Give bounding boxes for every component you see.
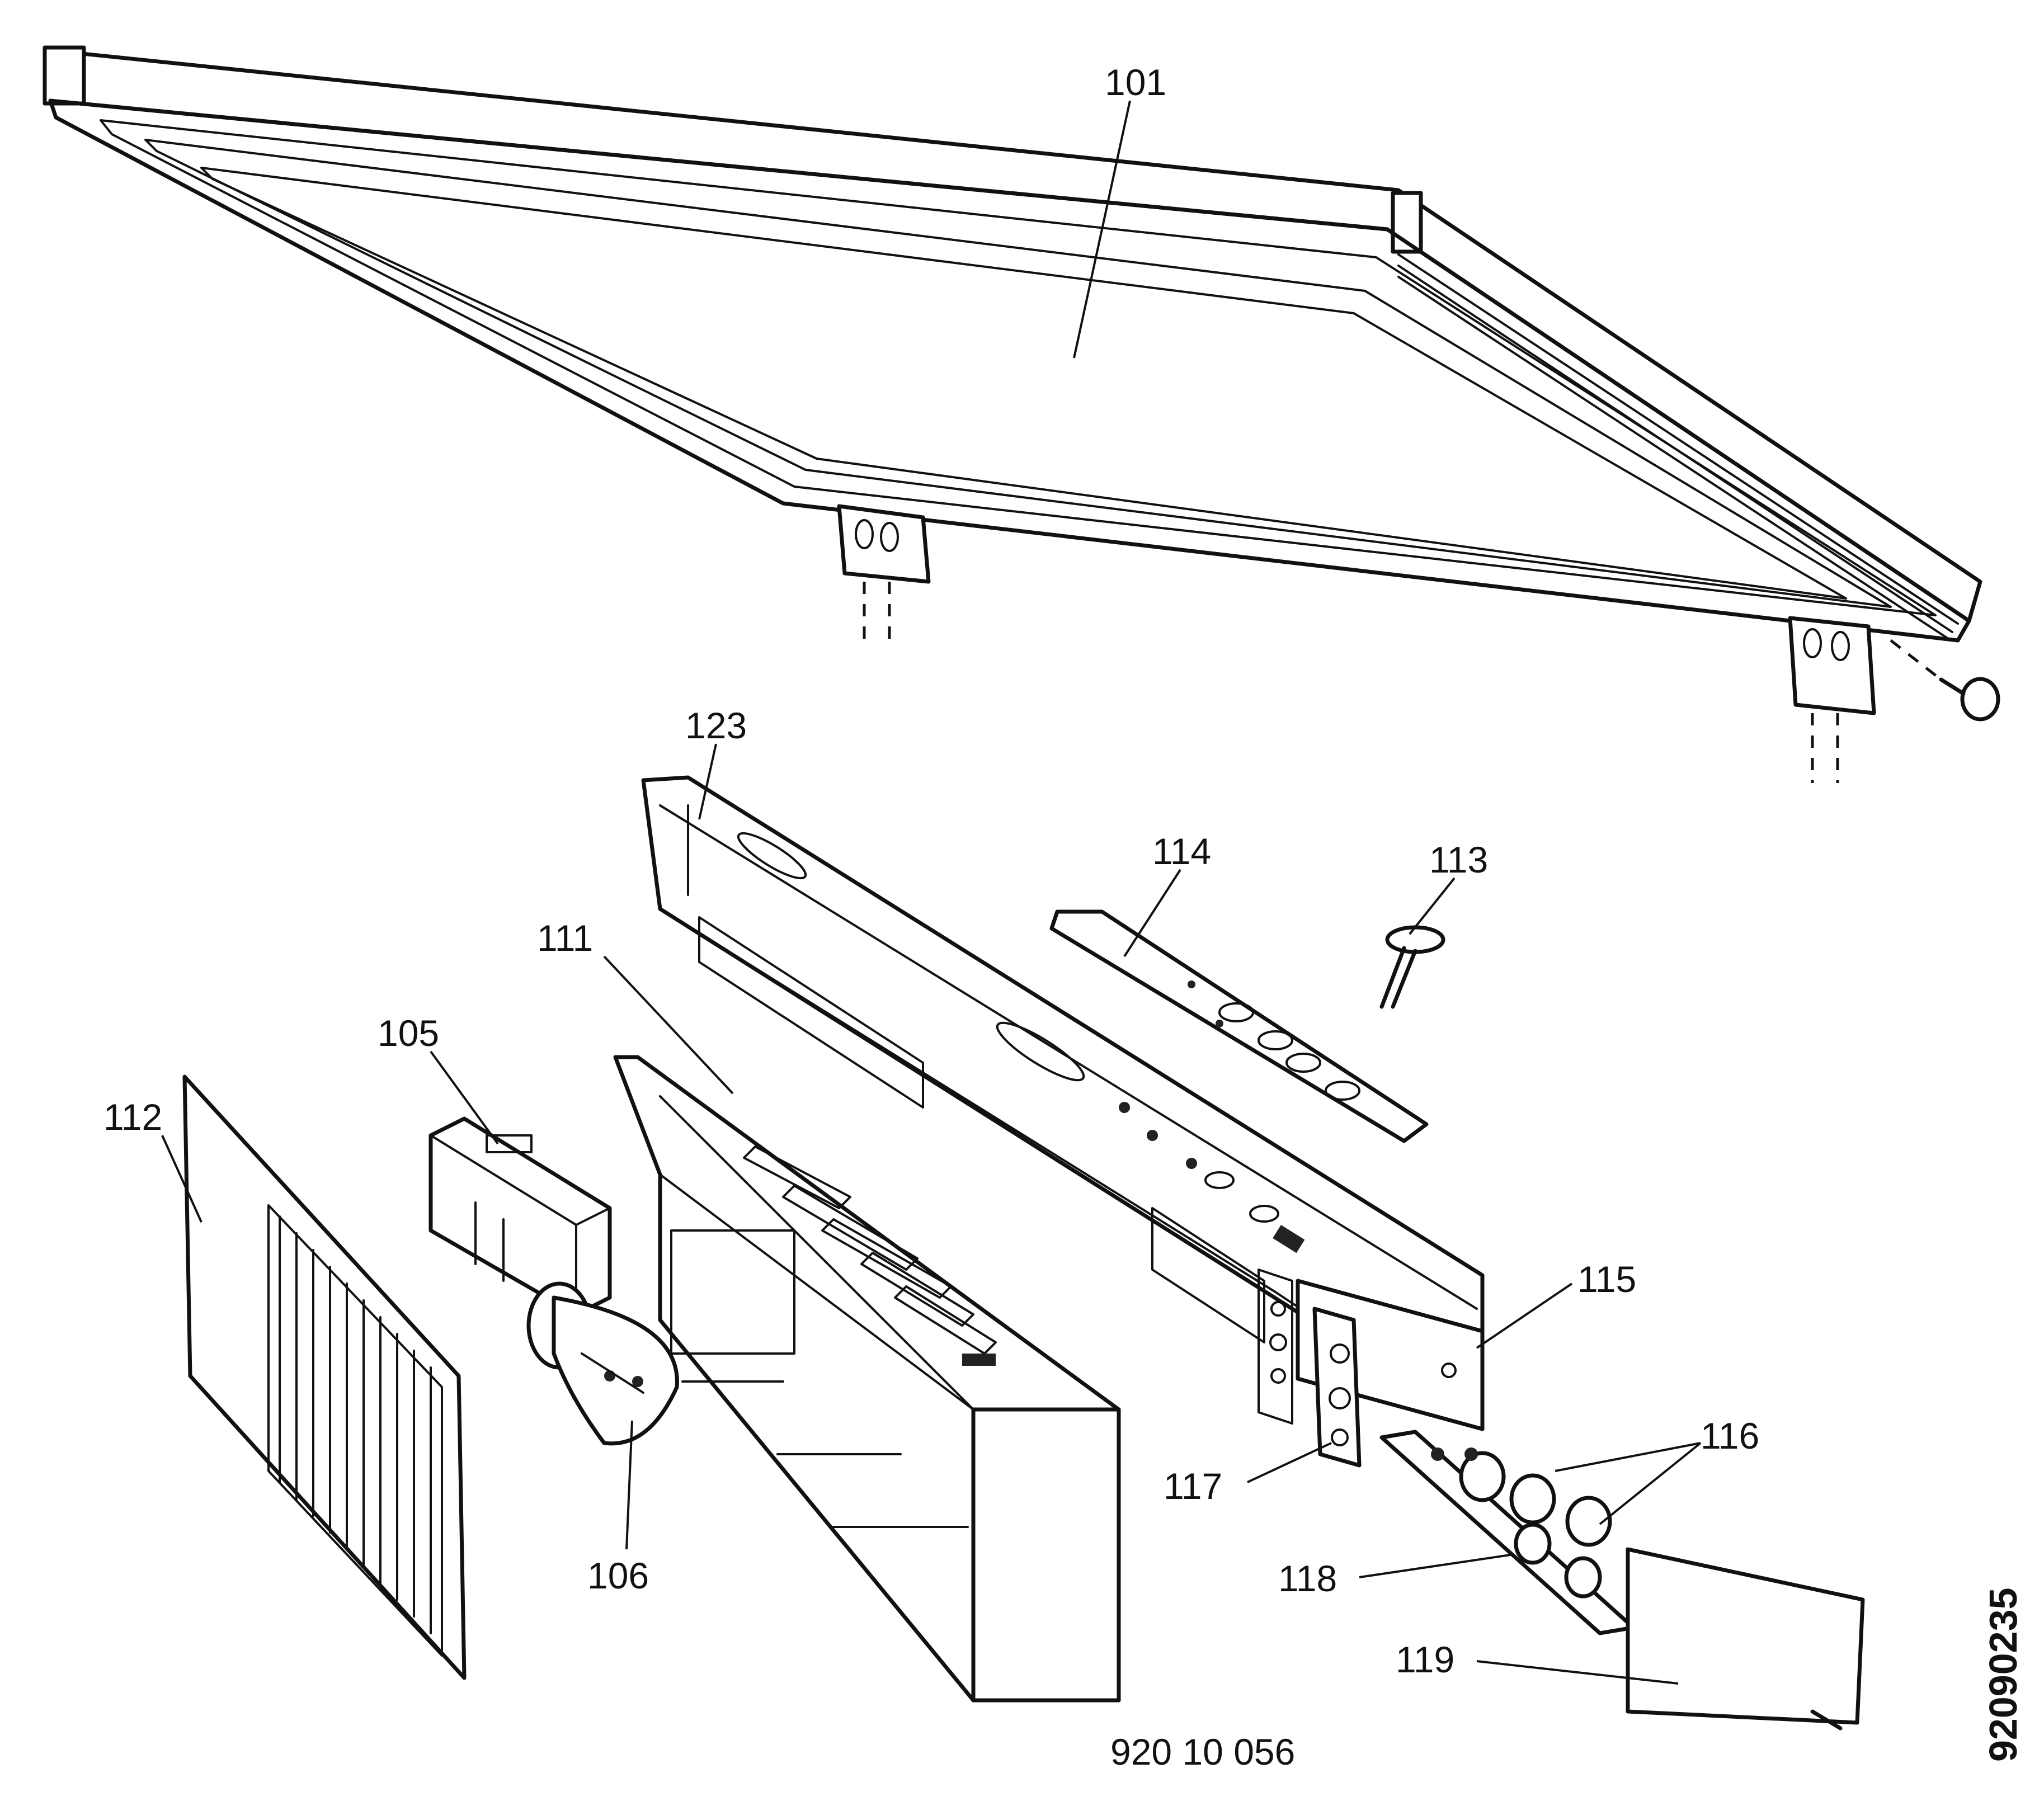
- callout-119: 119: [1396, 1639, 1454, 1680]
- part-101-lid-frame: [43, 45, 2000, 783]
- part-118-switch-board: [1379, 1430, 1636, 1635]
- hinge-screw: [1890, 639, 2000, 722]
- leader-lines: [161, 100, 1702, 1685]
- hinge-bracket-left: [837, 504, 931, 649]
- part-119-cover: [1626, 1547, 1865, 1731]
- callout-115: 115: [1577, 1258, 1636, 1300]
- hinge-bracket-right: [1788, 616, 1876, 783]
- part-106-lamp-bulb: [526, 1281, 679, 1446]
- part-114-plate: [1049, 909, 1429, 1143]
- callout-labels: 101 123 114 113 111 105 112 115 116 117 …: [103, 62, 1759, 1680]
- part-116-switch-knobs: [1431, 1447, 1612, 1599]
- callout-112: 112: [103, 1096, 162, 1138]
- callout-116: 116: [1701, 1415, 1759, 1456]
- callout-118: 118: [1278, 1558, 1337, 1599]
- callout-117: 117: [1164, 1465, 1222, 1507]
- callout-123: 123: [685, 705, 747, 746]
- part-105-lamp-socket: [428, 1116, 612, 1317]
- callout-106: 106: [587, 1555, 649, 1596]
- part-111-housing: [613, 1055, 1121, 1703]
- grille-slats: [279, 1215, 432, 1634]
- callout-105: 105: [378, 1012, 439, 1054]
- callout-114: 114: [1152, 831, 1211, 872]
- callout-113: 113: [1429, 839, 1488, 880]
- part-117-bracket: [1312, 1307, 1362, 1468]
- drawing-number: 920 10 056: [1110, 1731, 1295, 1772]
- callout-101: 101: [1105, 62, 1166, 103]
- callout-111: 111: [537, 917, 593, 959]
- part-113-knob: [1379, 925, 1445, 1009]
- part-112-grille: [182, 1074, 467, 1680]
- side-code: 92090235: [1981, 1588, 2025, 1762]
